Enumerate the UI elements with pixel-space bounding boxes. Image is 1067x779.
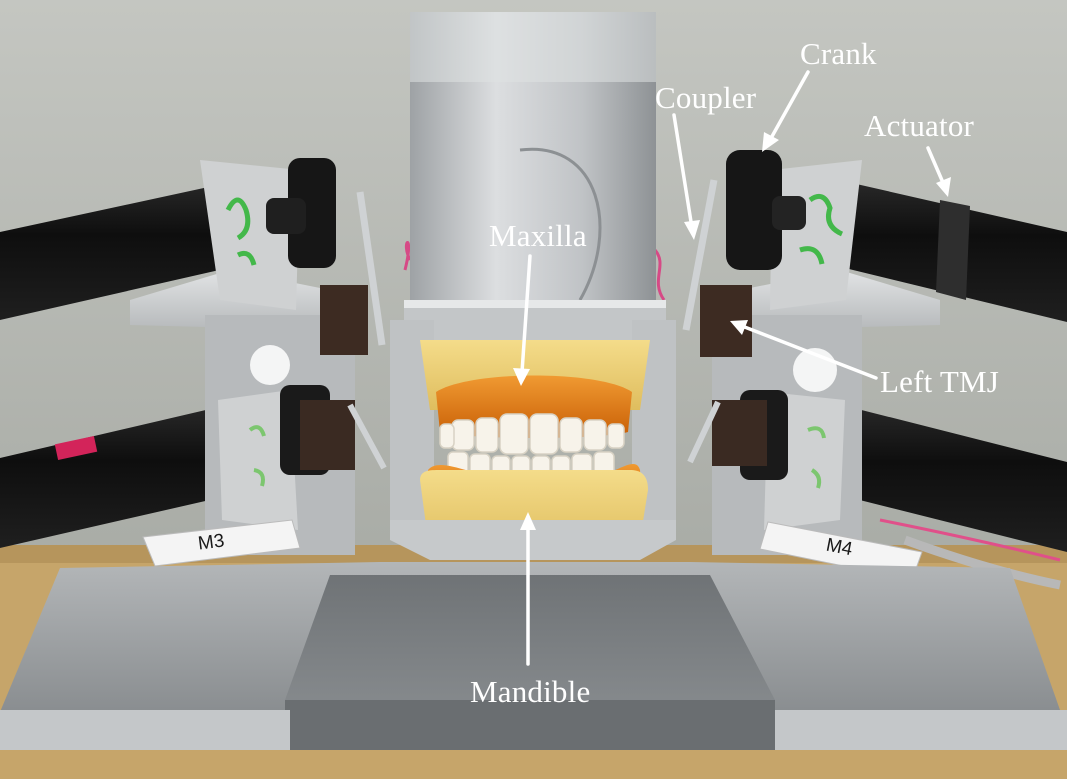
crank-upper-left	[266, 158, 336, 268]
m3-tag-plate	[142, 519, 301, 567]
tag-m4: M4	[824, 534, 855, 561]
label-maxilla: Maxilla	[489, 218, 587, 253]
label-coupler: Coupler	[655, 80, 757, 115]
crank-lower-right	[712, 390, 788, 480]
crank-lower-left	[280, 385, 355, 475]
actuator-lower-right	[812, 402, 1067, 552]
label-mandible: Mandible	[470, 674, 591, 709]
actuator-lower-left	[0, 402, 262, 548]
tag-m3: M3	[196, 530, 226, 555]
label-left-tmj: Left TMJ	[880, 364, 999, 399]
annotation-arrows	[513, 70, 951, 666]
label-actuator: Actuator	[864, 108, 975, 143]
tmj-block-right-side	[320, 285, 368, 355]
label-crank: Crank	[800, 36, 877, 71]
actuator-upper-right	[812, 178, 1067, 322]
crank-upper-right	[726, 150, 806, 270]
